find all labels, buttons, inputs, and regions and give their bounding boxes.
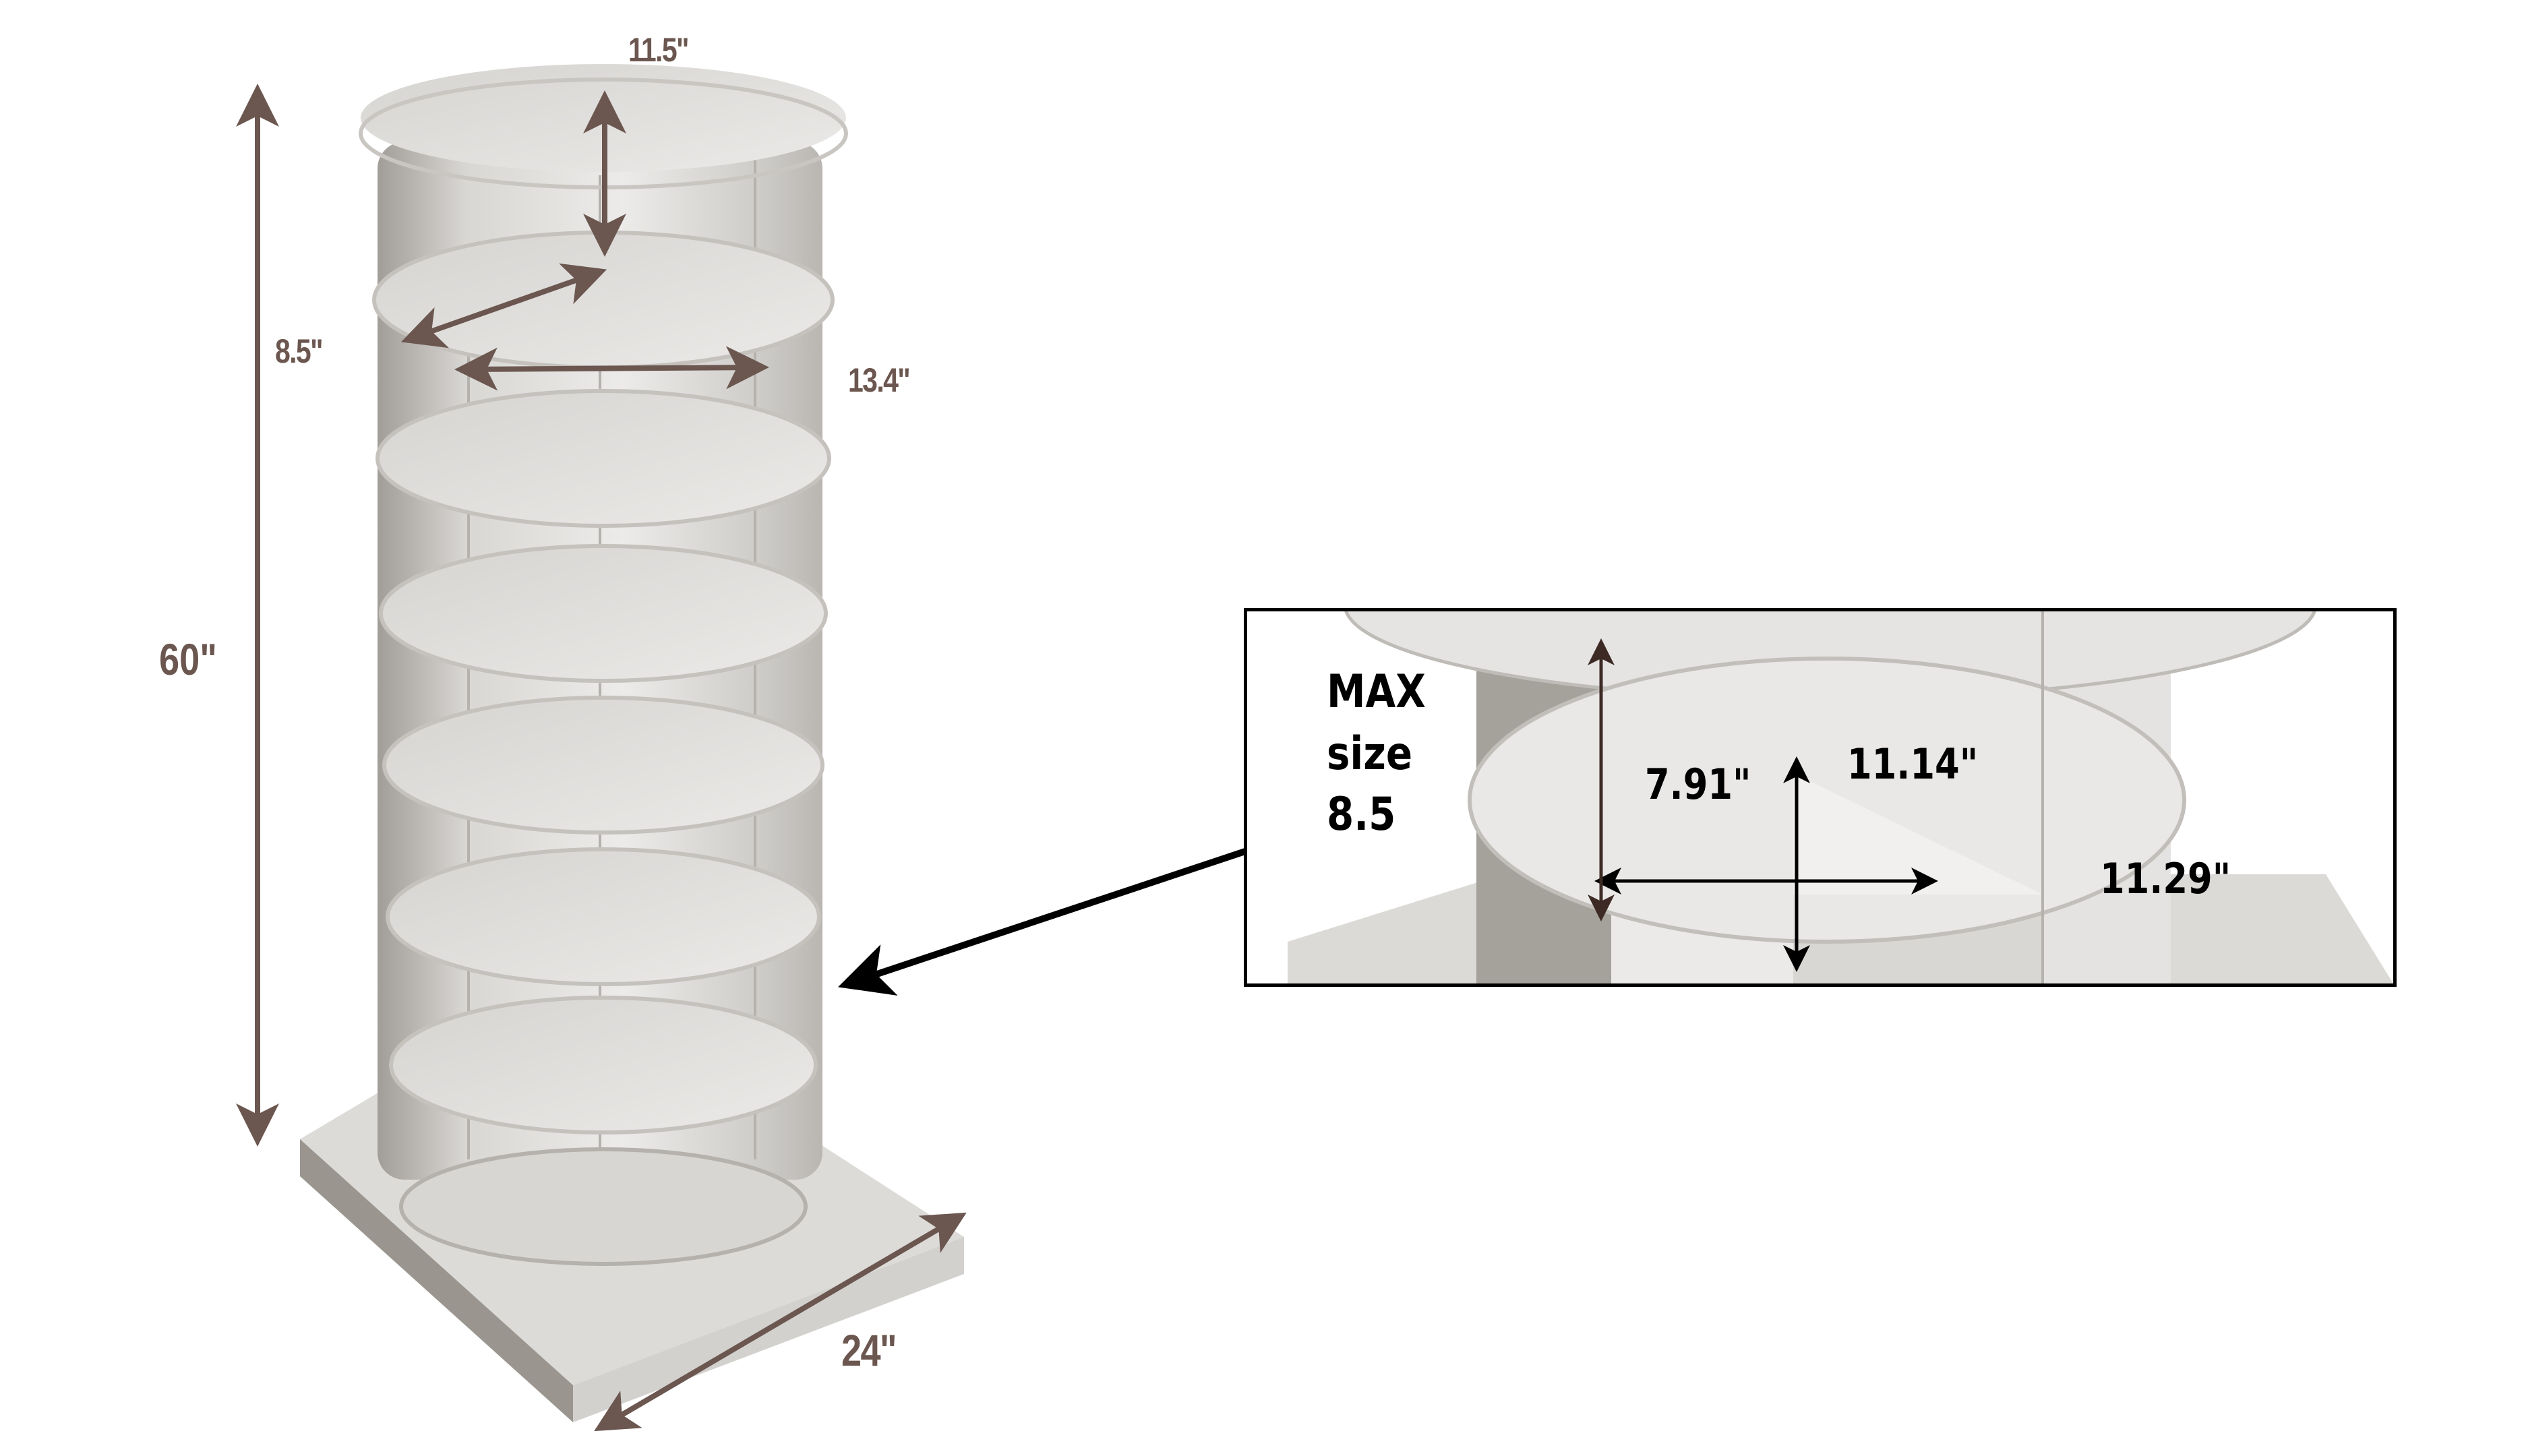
- shelf-width-label: 13.4": [848, 361, 911, 399]
- compartment-depth-label: 11.14": [1847, 739, 1979, 789]
- total-height-label: 60": [159, 634, 217, 684]
- top-height-label: 11.5": [628, 31, 689, 69]
- inset-illustration: [1288, 611, 2393, 983]
- inset-detail-box: MAX size 8.5 7.91" 11.14" 11.29": [1244, 608, 2397, 987]
- max-size-note-line1: MAX: [1327, 665, 1426, 719]
- dimension-arrows: [236, 84, 967, 1432]
- pointer-arrow: [838, 847, 1249, 996]
- compartment-height-label: 7.91": [1645, 760, 1751, 809]
- base-width-label: 24": [841, 1325, 897, 1375]
- max-size-note-line3: 8.5: [1327, 788, 1396, 841]
- compartment-width-label: 11.29": [2100, 854, 2231, 903]
- shelf-depth-label: 8.5": [275, 332, 324, 370]
- max-size-note-line2: size: [1327, 727, 1413, 781]
